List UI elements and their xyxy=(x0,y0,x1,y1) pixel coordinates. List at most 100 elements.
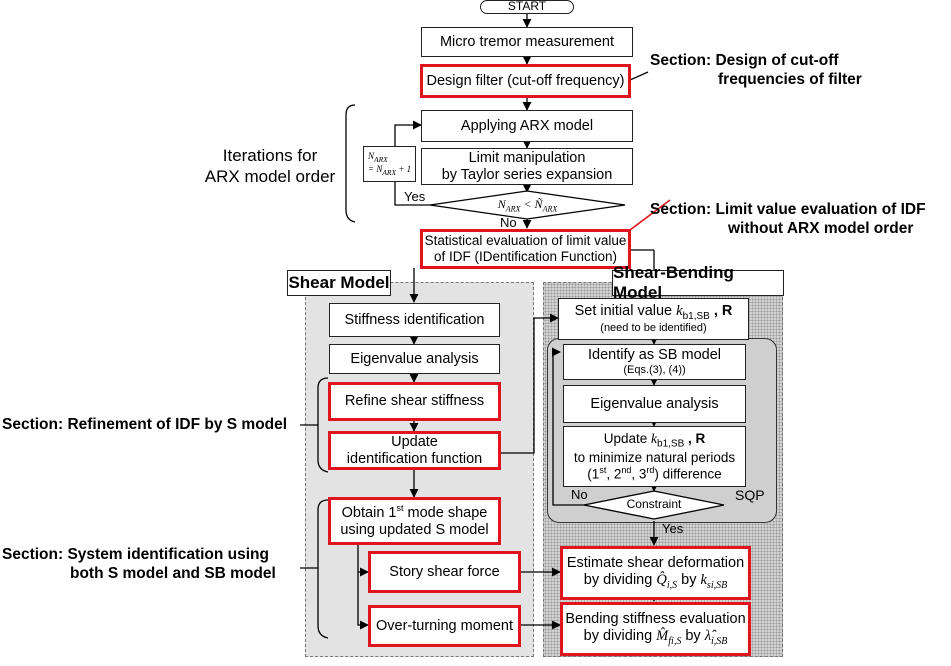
story-shear-box: Story shear force xyxy=(368,551,521,593)
statistical-evaluation-box: Statistical evaluation of limit value of… xyxy=(420,229,631,269)
iterations-line1: Iterations for xyxy=(222,146,318,165)
sb-eigenvalue-label: Eigenvalue analysis xyxy=(590,395,719,412)
limit-manipulation-line2: by Taylor series expansion xyxy=(441,166,613,183)
statistical-line1: Statistical evaluation of limit value xyxy=(424,233,627,249)
micro-tremor-box: Micro tremor measurement xyxy=(421,27,633,57)
bending-by: by xyxy=(681,627,705,644)
identify-sb-line2: (Eqs.(3), (4)) xyxy=(623,364,686,377)
estimate-line1: Estimate shear deformation xyxy=(566,554,745,571)
refine-shear-label: Refine shear stiffness xyxy=(344,393,485,410)
estimate-k: k xyxy=(700,571,707,588)
obtain-line2: using updated S model xyxy=(340,521,489,538)
section-refinement: Section: Refinement of IDF by S model xyxy=(2,416,288,433)
stiffness-identification-label: Stiffness identification xyxy=(344,311,485,328)
bending-m: M̂ xyxy=(656,627,669,644)
update-sb-3e: , 3 xyxy=(631,466,647,482)
design-filter-box: Design filter (cut-off frequency) xyxy=(420,64,631,98)
update-sb-r: , R xyxy=(684,430,706,446)
limit-manipulation-box: Limit manipulation by Taylor series expa… xyxy=(421,148,633,185)
refine-shear-box: Refine shear stiffness xyxy=(328,382,501,421)
identify-sb-line1: Identify as SB model xyxy=(588,347,721,364)
shear-bending-model-title: Shear-Bending Model xyxy=(612,263,784,302)
narx-increment-box: NARX = NARX + 1 xyxy=(363,146,416,182)
narx-box-plus: + 1 xyxy=(396,164,412,174)
update-sb-3f: rd xyxy=(646,465,655,476)
start-terminal: START xyxy=(480,0,574,14)
decision-lt: < Ñ xyxy=(520,197,543,211)
narx-box-sub: ARX xyxy=(374,154,388,164)
shear-eigenvalue-box: Eigenvalue analysis xyxy=(329,344,500,374)
no-label-top: No xyxy=(500,215,517,230)
update-sb-3g: ) difference xyxy=(654,466,722,482)
estimate-text: by dividing xyxy=(583,571,657,588)
obtain-line1a: Obtain 1 xyxy=(341,505,397,522)
micro-tremor-label: Micro tremor measurement xyxy=(439,33,615,50)
update-sb-3c: , 2 xyxy=(606,466,622,482)
set-initial-sub: b1,SB xyxy=(682,310,710,322)
constraint-label: Constraint xyxy=(626,497,682,511)
yes-label-top: Yes xyxy=(404,189,426,204)
set-initial-note: (need to be identified) xyxy=(600,322,707,335)
shear-eigenvalue-label: Eigenvalue analysis xyxy=(350,350,479,367)
section-design-cutoff: Section: Design of cut-off frequencies o… xyxy=(650,52,862,89)
narx-box-sub2: ARX xyxy=(382,167,397,177)
bending-l: λ̂ xyxy=(704,627,711,644)
start-label: START xyxy=(507,0,547,14)
no-label-sb: No xyxy=(571,487,588,502)
identify-sb-box: Identify as SB model (Eqs.(3), (4)) xyxy=(563,344,746,380)
update-sb-3d: nd xyxy=(621,465,632,476)
bending-stiffness-box: Bending stiffness evaluation by dividing… xyxy=(560,602,751,656)
narx-box-eq: = N xyxy=(368,164,383,174)
limit-manipulation-line1: Limit manipulation xyxy=(468,149,586,166)
overturning-box: Over-turning moment xyxy=(368,605,521,647)
sb-eigenvalue-box: Eigenvalue analysis xyxy=(563,385,746,423)
applying-arx-box: Applying ARX model xyxy=(421,110,633,142)
update-idf-line2: identification function xyxy=(346,450,483,467)
shear-model-title: Shear Model xyxy=(287,270,391,296)
set-initial-r: , R xyxy=(709,302,733,319)
design-filter-label: Design filter (cut-off frequency) xyxy=(426,72,625,89)
overturning-label: Over-turning moment xyxy=(376,617,513,634)
set-initial-box: Set initial value kb1,SB , R (need to be… xyxy=(558,298,749,340)
section-system-id-line2: both S model and SB model xyxy=(70,564,276,582)
update-idf-box: Update identification function xyxy=(328,431,501,470)
update-sb-box: Update kb1,SB , R to minimize natural pe… xyxy=(563,426,746,487)
set-initial-text: Set initial value xyxy=(574,302,677,319)
section-design-cutoff-line2: frequencies of filter xyxy=(718,70,862,88)
bending-lsub: i,SB xyxy=(710,635,728,647)
section-limit-value-line2: without ARX model order xyxy=(728,219,914,237)
bending-line1: Bending stiffness evaluation xyxy=(565,610,746,627)
estimate-q: Q̂ xyxy=(656,571,667,588)
section-system-id: Section: System identification using bot… xyxy=(2,546,276,583)
yes-label-sb: Yes xyxy=(662,521,684,536)
iterations-label: Iterations for ARX model order xyxy=(200,145,340,188)
decision-condition: NARX < ÑARX xyxy=(480,197,575,214)
obtain-line1b: mode shape xyxy=(403,505,488,522)
narx-box-n: N xyxy=(368,150,375,161)
story-shear-label: Story shear force xyxy=(389,563,500,580)
update-sb-sub: b1,SB xyxy=(657,438,685,450)
estimate-qsub: i,S xyxy=(666,579,678,591)
update-sb-3b: st xyxy=(599,465,607,476)
obtain-mode-shape-box: Obtain 1st mode shape using updated S mo… xyxy=(328,497,501,545)
section-system-id-line1: Section: System identification using xyxy=(2,546,269,563)
decision-sub: ARX xyxy=(505,204,521,214)
set-initial-k: k xyxy=(676,302,683,319)
statistical-line2: of IDF (IDentification Function) xyxy=(433,249,618,264)
update-sb-k: k xyxy=(651,430,658,446)
applying-arx-label: Applying ARX model xyxy=(460,117,594,134)
update-sb-3a: (1 xyxy=(587,466,600,482)
update-sb-text: Update xyxy=(603,430,652,446)
estimate-shear-box: Estimate shear deformation by dividing Q… xyxy=(560,546,751,600)
update-sb-line2: to minimize natural periods xyxy=(573,449,736,465)
decision-n: N xyxy=(497,197,506,211)
estimate-ksub: si,SB xyxy=(706,579,728,591)
section-limit-value-line1: Section: Limit value evaluation of IDF xyxy=(650,201,926,218)
bending-text: by dividing xyxy=(583,627,657,644)
iterations-line2: ARX model order xyxy=(204,167,336,187)
section-limit-value: Section: Limit value evaluation of IDF w… xyxy=(650,201,926,238)
stiffness-identification-box: Stiffness identification xyxy=(329,303,500,337)
section-design-cutoff-line1: Section: Design of cut-off xyxy=(650,52,839,69)
decision-sub2: ARX xyxy=(542,204,558,214)
